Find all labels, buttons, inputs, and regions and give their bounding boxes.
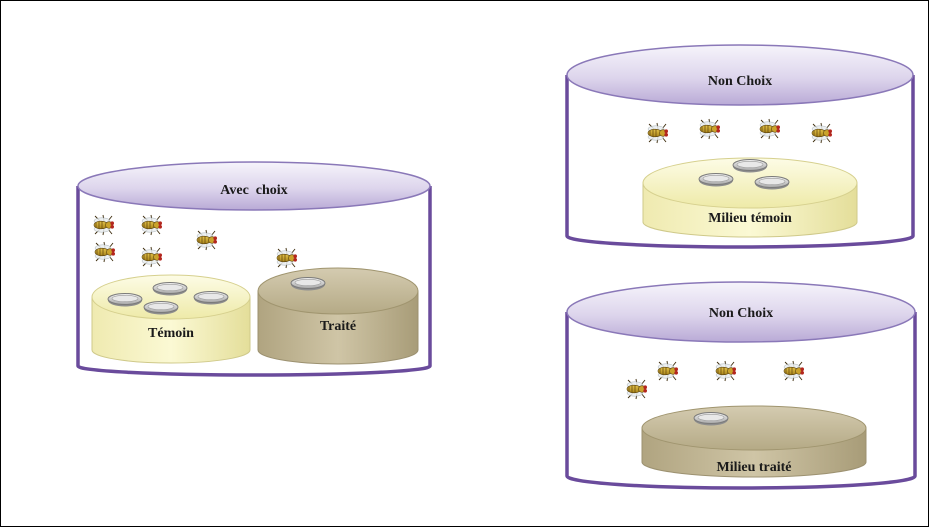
dish-control: Milieu témoin (642, 157, 858, 238)
dish-treated: Milieu traité (641, 405, 867, 478)
container-non-choix-treated: Non Choix Milieu traité (565, 281, 917, 490)
petri-dish-icon (290, 277, 326, 291)
petri-dish-icon (152, 282, 188, 296)
container-lid (566, 281, 916, 343)
dish-label: Témoin (148, 326, 194, 341)
petri-dish-icon (698, 173, 734, 187)
dish-control: Témoin (91, 274, 251, 364)
petri-dish-icon (193, 291, 229, 305)
petri-dish-icon (693, 412, 729, 426)
container-label: Non Choix (709, 306, 773, 321)
container-label: Non Choix (708, 74, 772, 89)
container-lid (77, 161, 431, 211)
dish-label: Traité (320, 319, 356, 334)
petri-dish-icon (754, 176, 790, 190)
container-lid (566, 44, 914, 106)
container-non-choix-control: Non Choix Milieu témoin (565, 44, 915, 249)
dish-treated: Traité (257, 267, 419, 365)
container-label: Avec choix (220, 183, 287, 198)
dish-label: Milieu témoin (708, 211, 792, 226)
dish-label: Milieu traité (716, 460, 791, 475)
container-avec-choix: Avec choix Témoin Traité (76, 161, 432, 377)
petri-dish-icon (107, 293, 143, 307)
petri-dish-icon (732, 159, 768, 173)
petri-dish-icon (143, 301, 179, 315)
